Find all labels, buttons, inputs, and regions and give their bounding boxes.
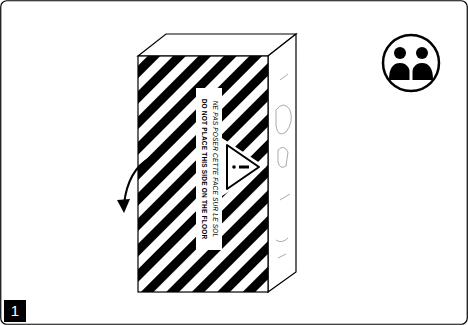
warning-text: DO NOT PLACE THIS SIDE ON THE FLOOR <box>199 96 209 243</box>
warning-triangle <box>227 145 259 189</box>
side-print <box>276 74 291 258</box>
box-side <box>268 34 296 292</box>
warning-strip <box>196 88 222 250</box>
warning-text-french: NE PAS POSER CETTE FACE SUR LE SOL <box>210 98 220 241</box>
box-front <box>138 56 268 292</box>
warning-ground <box>222 138 266 196</box>
step-number: 1 <box>4 300 26 322</box>
two-person-icon <box>383 35 439 91</box>
hazard-stripes <box>138 56 268 292</box>
warning-dot <box>232 165 236 169</box>
arrow-head <box>117 199 130 213</box>
rotate-arrow <box>124 158 150 204</box>
box-front-outline <box>138 56 268 292</box>
warning-mark <box>239 166 249 169</box>
